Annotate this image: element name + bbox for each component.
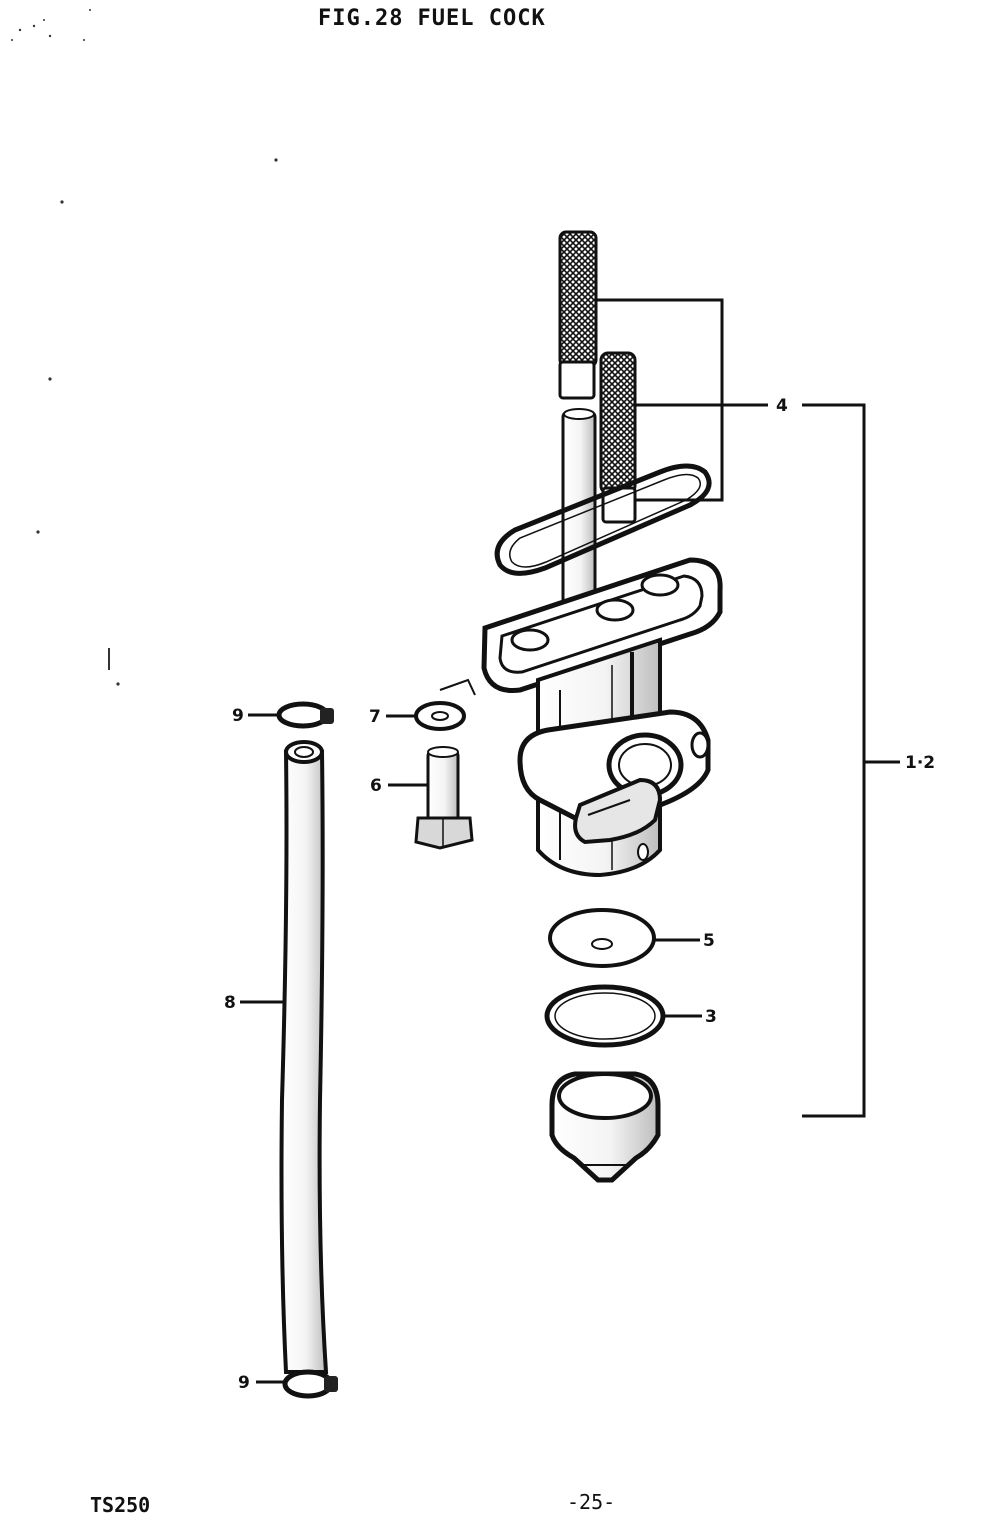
part-9-clamp-bottom bbox=[282, 1369, 338, 1399]
model-name: TS250 bbox=[90, 1493, 151, 1517]
part-9-clamp-top bbox=[276, 701, 334, 729]
figure-name: FUEL COCK bbox=[417, 6, 546, 31]
callout-7: 7 bbox=[369, 707, 381, 727]
figure-number: FIG.28 bbox=[318, 6, 404, 31]
fuel-cock-body bbox=[481, 557, 723, 878]
scan-specks bbox=[11, 9, 278, 686]
part-4-strainer-tall bbox=[558, 230, 598, 400]
callout-8: 8 bbox=[224, 993, 236, 1013]
page-number: -25- bbox=[567, 1490, 616, 1514]
leader-lines bbox=[240, 298, 900, 1384]
callout-6: 6 bbox=[370, 776, 382, 796]
callout-9-bottom: 9 bbox=[238, 1373, 250, 1393]
callout-1-2: 1·2 bbox=[905, 753, 935, 773]
part-3-o-ring bbox=[544, 984, 666, 1048]
callout-9-top: 9 bbox=[232, 706, 244, 726]
part-4-strainer-short bbox=[599, 351, 637, 524]
filter-cup bbox=[549, 1071, 661, 1183]
callout-5: 5 bbox=[703, 931, 715, 951]
part-5-seal-disk bbox=[548, 908, 656, 968]
part-8-fuel-hose bbox=[279, 740, 329, 1374]
part-6-bolt bbox=[414, 746, 474, 850]
callout-3: 3 bbox=[705, 1007, 717, 1027]
figure-title: FIG.28 FUEL COCK bbox=[318, 6, 560, 31]
callout-4: 4 bbox=[776, 396, 788, 416]
part-7-washer bbox=[414, 678, 476, 731]
